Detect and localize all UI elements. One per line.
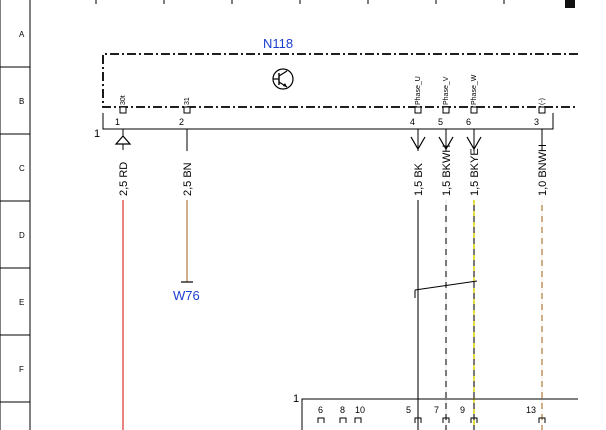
pin-number: 2 xyxy=(179,117,184,127)
pin-3[interactable]: (-) 3 xyxy=(534,98,546,127)
pin-terminal xyxy=(414,106,422,114)
pin-terminal xyxy=(442,106,450,114)
bottom-pin-number: 9 xyxy=(460,405,465,415)
row-label-c: C xyxy=(19,164,25,173)
twisted-pair-marker xyxy=(414,280,478,298)
wire-label: 2,5 RD xyxy=(118,162,130,196)
wire-5[interactable]: 1,5 BKYE xyxy=(466,129,482,430)
bottom-pin-terminal xyxy=(538,417,546,423)
bottom-pin-number: 5 xyxy=(406,405,411,415)
wire-2[interactable]: 2,5 BN xyxy=(182,129,194,282)
connector-bottom-pins: 6 8 10 5 7 9 13 xyxy=(317,405,546,423)
bottom-pin-terminal xyxy=(317,417,325,423)
pin-2[interactable]: 31 2 xyxy=(179,97,191,127)
bottom-pin-number: 10 xyxy=(355,405,365,415)
pin-number: 5 xyxy=(438,117,443,127)
wire-label: 1,5 BK xyxy=(413,162,425,196)
pin-signal-label: 30t xyxy=(120,95,127,105)
bottom-pin-10[interactable]: 10 xyxy=(354,405,365,423)
bottom-pin-7[interactable]: 7 xyxy=(434,405,450,423)
connector-top-ref: 1 xyxy=(94,128,100,140)
row-label-d: D xyxy=(19,231,25,240)
row-label-b: B xyxy=(19,97,24,106)
pin-signal-label: Phase_V xyxy=(443,76,450,105)
bottom-pin-number: 7 xyxy=(434,405,439,415)
ground-name: W76 xyxy=(173,288,200,303)
pin-signal-label: Phase_W xyxy=(471,74,478,105)
row-label-a: A xyxy=(19,30,25,39)
pin-terminal xyxy=(119,106,127,114)
wire-4[interactable]: 1,5 BKWH xyxy=(438,129,454,430)
bottom-pin-terminal xyxy=(354,417,362,423)
plug-symbol-icon xyxy=(114,135,132,145)
pin-6[interactable]: Phase_W 6 xyxy=(466,74,478,127)
pin-number: 1 xyxy=(115,117,120,127)
row-label-f: F xyxy=(19,365,24,374)
pin-terminal xyxy=(183,106,191,114)
transistor-icon xyxy=(272,68,294,90)
wire-label: 1,5 BKYE xyxy=(469,148,481,196)
bottom-pin-terminal xyxy=(339,417,347,423)
pin-signal-label: (-) xyxy=(539,98,546,105)
bottom-pin-number: 8 xyxy=(340,405,345,415)
bottom-pin-terminal xyxy=(414,417,422,423)
bottom-pin-number: 6 xyxy=(318,405,323,415)
bottom-pin-9[interactable]: 9 xyxy=(460,405,478,423)
connector-bottom-ref: 1 xyxy=(293,393,299,405)
ground-w76[interactable]: W76 xyxy=(173,281,200,303)
bottom-pin-8[interactable]: 8 xyxy=(339,405,347,423)
component-name: N118 xyxy=(263,36,293,51)
bottom-pin-terminal xyxy=(470,417,478,423)
row-labels: A B C D E F xyxy=(19,30,25,374)
connector-bottom[interactable]: 1 xyxy=(293,393,578,430)
connector-top: 1 xyxy=(94,113,554,140)
wire-label: 2,5 BN xyxy=(182,162,194,196)
pin-signal-label: Phase_U xyxy=(415,76,422,105)
pin-number: 3 xyxy=(534,117,539,127)
bottom-pin-13[interactable]: 13 xyxy=(526,405,546,423)
bottom-pin-terminal xyxy=(442,417,450,423)
pin-4[interactable]: Phase_U 4 xyxy=(410,76,422,127)
sheet-frame xyxy=(0,0,575,430)
wires: 2,5 RD 2,5 BN 1,5 BK 1,5 BKWH 1,5 BKYE 1,0 BN… xyxy=(114,129,549,430)
bottom-pin-5[interactable]: 5 xyxy=(406,405,422,423)
pin-5[interactable]: Phase_V 5 xyxy=(438,76,450,127)
pin-number: 4 xyxy=(410,117,415,127)
wire-1[interactable]: 2,5 RD xyxy=(114,129,132,430)
wire-label: 1,5 BKWH xyxy=(441,145,453,196)
component-pins: 30t 1 31 2 Phase_U 4 Phase_V 5 Phase_W 6 (-) 3 xyxy=(115,74,546,127)
wire-label: 1,0 BNWH xyxy=(537,144,549,196)
wire-6[interactable]: 1,0 BNWH xyxy=(537,129,549,430)
bottom-pin-6[interactable]: 6 xyxy=(317,405,325,423)
bottom-pin-number: 13 xyxy=(526,405,536,415)
row-label-e: E xyxy=(19,298,24,307)
pin-1[interactable]: 30t 1 xyxy=(115,95,127,127)
pin-number: 6 xyxy=(466,117,471,127)
wire-3[interactable]: 1,5 BK xyxy=(410,129,426,430)
pin-signal-label: 31 xyxy=(184,97,191,105)
pin-terminal xyxy=(470,106,478,114)
pin-terminal xyxy=(538,106,546,114)
component-n118[interactable]: N118 xyxy=(102,36,578,108)
